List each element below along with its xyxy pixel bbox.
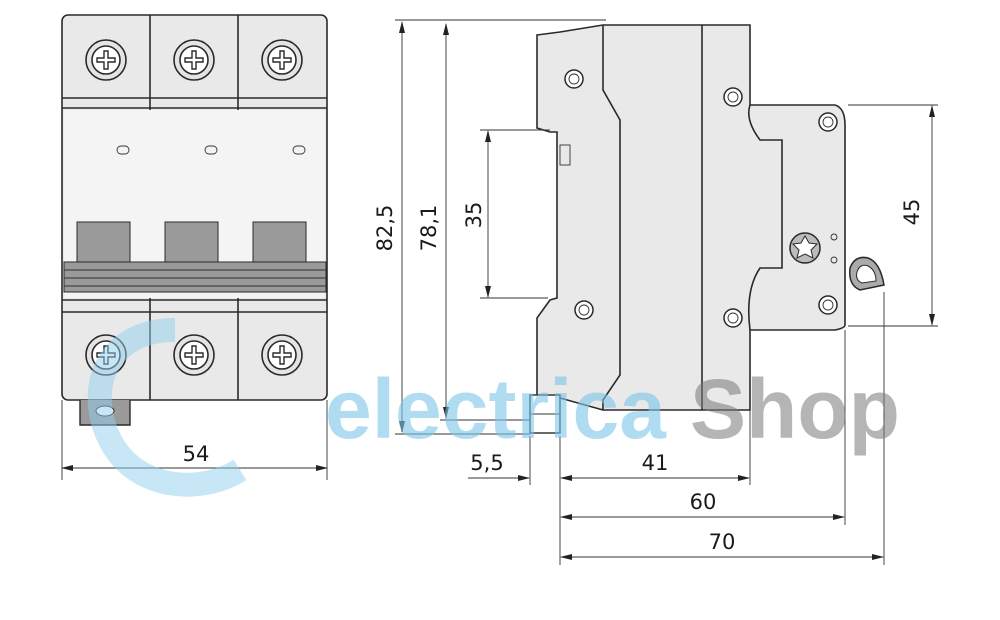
- depth-41-label: 41: [642, 451, 669, 475]
- front-view: 54: [61, 14, 328, 480]
- side-view: 82,5 78,1 35 45 5,5 41 60 70: [373, 19, 938, 565]
- width-dimension-label: 54: [183, 442, 210, 466]
- din-rail-35-label: 35: [462, 202, 486, 229]
- height-78-1-label: 78,1: [417, 205, 441, 252]
- depth-70-label: 70: [709, 530, 736, 554]
- rail-offset-5-5-label: 5,5: [470, 451, 503, 475]
- depth-60-label: 60: [690, 490, 717, 514]
- height-82-5-label: 82,5: [373, 205, 397, 252]
- front-height-45-label: 45: [900, 199, 924, 226]
